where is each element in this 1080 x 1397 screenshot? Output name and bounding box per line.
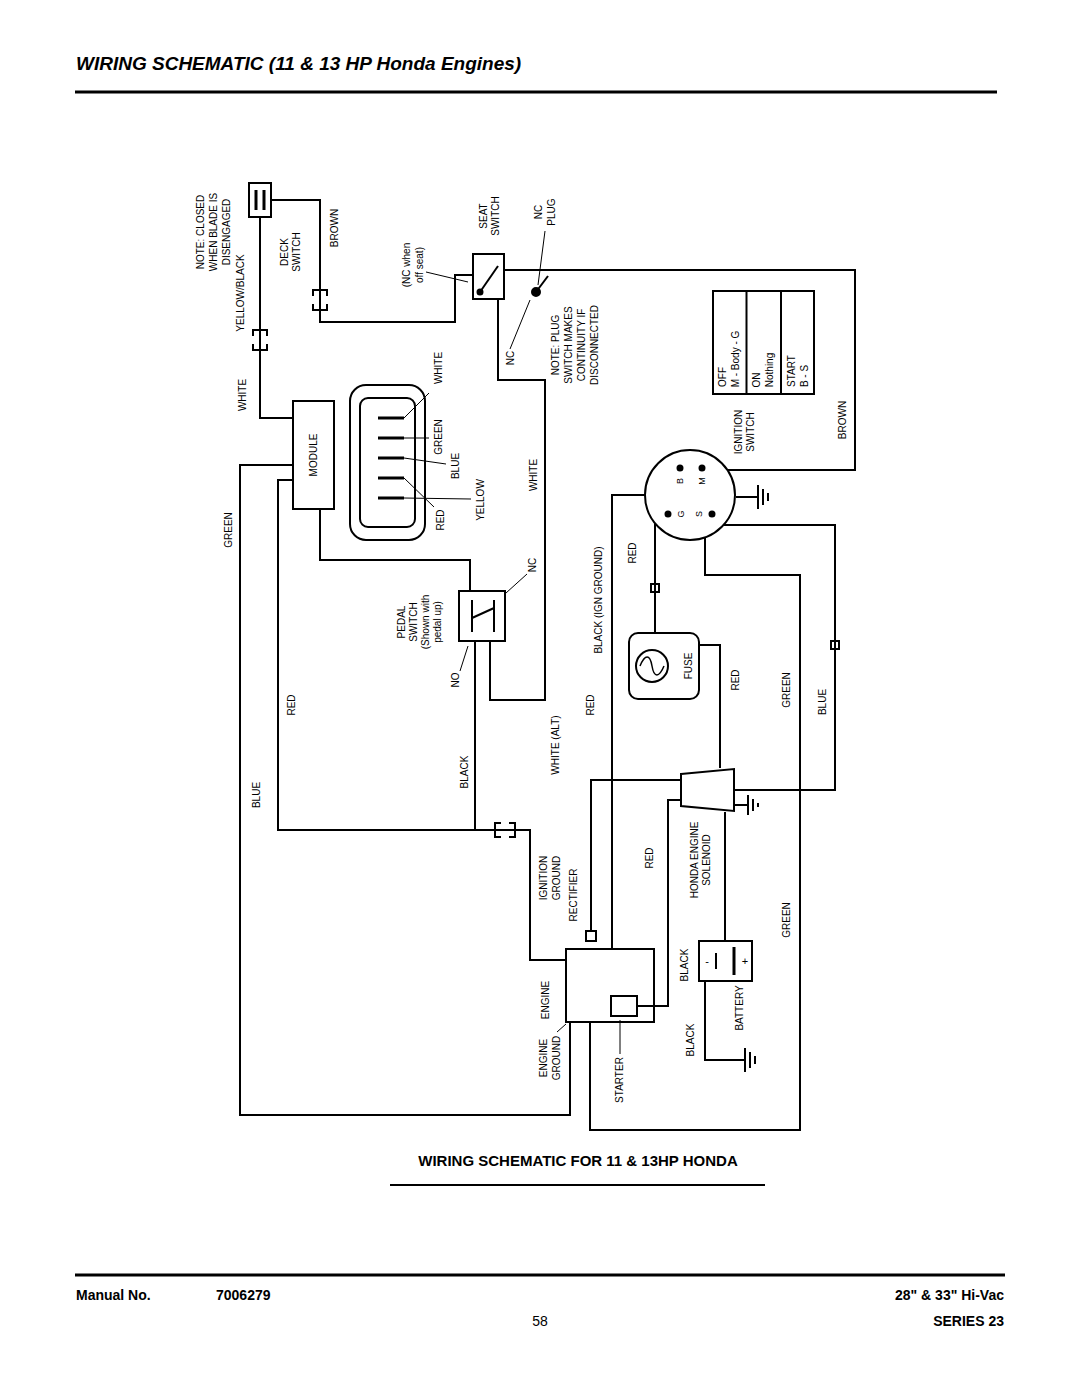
pedal-switch: PEDAL SWITCH (Shown with pedal up) [458, 590, 506, 642]
component-label: START [786, 354, 798, 388]
figure-caption: WIRING SCHEMATIC FOR 11 & 13HP HONDA [417, 1151, 738, 1170]
wire-color-label: BLACK [458, 755, 471, 790]
component-label: HONDA ENGINE SOLENOID [689, 820, 713, 900]
ignition-module: MODULE [292, 400, 335, 510]
wire [591, 780, 680, 930]
wire-color-label: BLACK [678, 948, 691, 983]
switch-label: NC PLUG [532, 196, 558, 228]
component-label: MODULE [308, 433, 320, 478]
wire-color-label: RED [729, 668, 742, 691]
wire-color-label: BLUE [449, 452, 462, 480]
starter-motor: STARTER [610, 995, 638, 1017]
wire-color-label: RED [584, 693, 597, 716]
component-label: OFF [717, 366, 729, 388]
terminal-letter: S [693, 510, 705, 518]
wire [320, 510, 470, 590]
component-label: PEDAL SWITCH (Shown with pedal up) [396, 590, 444, 654]
seat-switch: SEAT SWITCH [472, 253, 505, 300]
solenoid-outline [680, 768, 735, 812]
deck-switch: DECK SWITCH [248, 182, 272, 218]
terminal-label: ENGINE GROUND [537, 1033, 563, 1083]
switch-label: NO [449, 672, 462, 689]
wire [612, 495, 645, 948]
footer-text: 28" & 33" Hi-Vac [894, 1287, 1005, 1304]
wire-color-label: YELLOW/BLACK [234, 253, 247, 332]
wire-color-label: BLACK (IGN GROUND) [592, 545, 605, 654]
wire-color-label: WHITE [527, 458, 540, 492]
component-label: Nothing [764, 352, 776, 388]
terminal-letter: B [674, 477, 686, 485]
wire [272, 200, 472, 322]
note-text: (NC when off seat) [400, 236, 426, 294]
switch-label: NC [526, 557, 539, 573]
page-number: 58 [531, 1313, 549, 1330]
component-label: ENGINE [540, 980, 552, 1020]
wire-color-label: RED [626, 541, 639, 564]
engine-block: STARTERENGINE [565, 948, 655, 1023]
polarity-sign: - [704, 954, 710, 968]
wire-color-label: BROWN [836, 400, 849, 440]
wire [590, 537, 800, 1130]
footer-text: Manual No. [75, 1287, 152, 1304]
wire-color-label: YELLOW [474, 478, 487, 522]
wire [490, 300, 545, 700]
polarity-sign: + [741, 954, 749, 968]
wire-color-label: RED [434, 508, 447, 531]
wire-color-label: GREEN [780, 671, 793, 709]
wire [505, 270, 855, 470]
wire-color-label: GREEN [780, 901, 793, 939]
wire-color-label: RED [643, 846, 656, 869]
terminal-letter: G [675, 509, 687, 518]
wire [654, 523, 656, 632]
component-label: BATTERY [734, 984, 746, 1031]
wire [638, 800, 680, 1006]
wire [700, 645, 720, 768]
wire-color-label: WHITE (ALT) [549, 714, 562, 775]
ignition-switch: IGNITION SWITCH [644, 449, 736, 541]
wire-color-label: BLUE [250, 781, 263, 809]
switch-outline [644, 449, 736, 541]
starter-solenoid: HONDA ENGINE SOLENOID [680, 768, 735, 812]
switch-label: NC [504, 350, 517, 366]
component-label: RECTIFIER [568, 868, 580, 923]
wire [724, 812, 726, 940]
wire-color-label: WHITE [236, 378, 249, 412]
wire [475, 642, 565, 960]
wire-color-label: GREEN [222, 511, 235, 549]
note-text: NOTE: PLUG SWITCH MAKES CONTINUITY IF DI… [549, 294, 601, 396]
footer-text: 7006279 [215, 1287, 272, 1304]
wire [240, 465, 570, 1115]
rectifier-terminal: RECTIFIER [585, 930, 597, 942]
component-label: STARTER [614, 1056, 626, 1104]
wire-color-label: RED [285, 693, 298, 716]
wire-color-label: WHITE [432, 351, 445, 385]
wire-color-label: GREEN [432, 418, 445, 456]
component-label: SEAT SWITCH [478, 193, 502, 239]
component-label: M - Body - G [730, 329, 742, 388]
wire-color-label: BLUE [816, 688, 829, 716]
component-label: DECK SWITCH [279, 229, 303, 275]
footer-text: SERIES 23 [932, 1313, 1005, 1330]
component-label: FUSE [683, 652, 695, 681]
wire [278, 480, 565, 960]
component-label: IGNITION SWITCH [733, 406, 757, 458]
fuse: FUSE [628, 632, 700, 700]
wire [724, 525, 835, 790]
terminal-label: IGNITION GROUND [537, 852, 563, 904]
ignition-key-table: OFFM - Body - G ONNothing STARTB - S [712, 290, 815, 395]
component-label: ON [751, 371, 763, 388]
wire-color-label: BLACK [684, 1023, 697, 1058]
component-label: B - S [799, 364, 811, 388]
terminal-letter: M [696, 476, 708, 486]
page-title: WIRING SCHEMATIC (11 & 13 HP Honda Engin… [75, 52, 522, 76]
note-text: NOTE: CLOSED WHEN BLADE IS DISENGAGED [194, 190, 233, 274]
wire-color-label: BROWN [328, 208, 341, 248]
